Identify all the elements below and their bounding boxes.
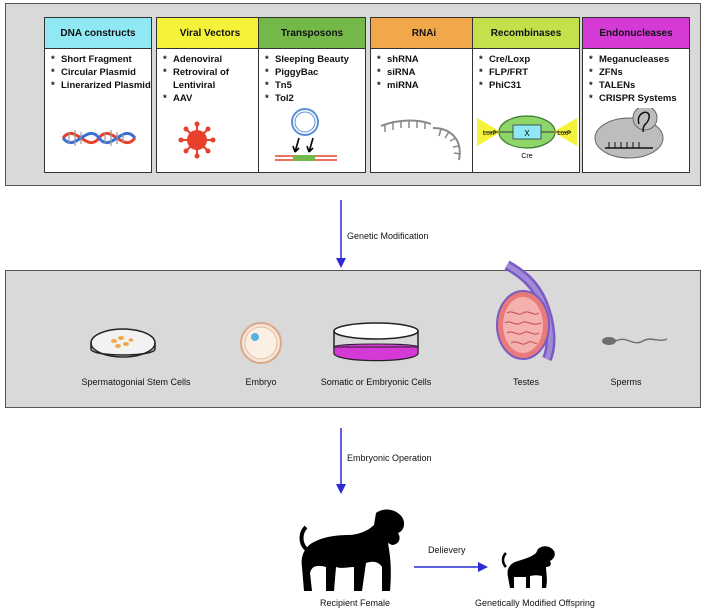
crispr-guide-icon (594, 108, 664, 159)
recombinase-loxp-icon: X LoxP LoxP Cre (477, 115, 577, 160)
tool-box-rnai: RNAi shRNA siRNA miRNA (370, 17, 478, 173)
tool-item: CRISPR Systems (589, 92, 689, 105)
loxp-right-label: LoxP (557, 131, 571, 137)
petri-dish-icon (90, 328, 156, 358)
tool-box-dna-constructs: DNA constructs Short Fragment Circular P… (44, 17, 152, 173)
tool-item: Cre/Loxp (479, 53, 579, 66)
tool-header: Viral Vectors (157, 18, 263, 49)
tool-box-endonucleases: Endonucleases Meganucleases ZFNs TALENs … (582, 17, 690, 173)
tool-items: Short Fragment Circular Plasmid Linerari… (45, 53, 151, 92)
tool-item: Linerarized Plasmid (51, 79, 151, 92)
tool-item: Short Fragment (51, 53, 151, 66)
tool-header: DNA constructs (45, 18, 151, 49)
tool-box-viral-vectors: Viral Vectors Adenoviral Retroviral of L… (156, 17, 264, 173)
rna-hairpin-icon (380, 119, 461, 161)
loxp-left-label: LoxP (483, 131, 497, 137)
tool-item: Circular Plasmid (51, 66, 151, 79)
baboon-female-icon (299, 509, 405, 591)
gene-editing-tools-panel: DNA constructs Short Fragment Circular P… (5, 3, 701, 186)
testes-icon (496, 260, 556, 361)
tool-item: Meganucleases (589, 53, 689, 66)
culture-dish-icon (333, 322, 419, 362)
tool-box-transposons: Transposons Sleeping Beauty PiggyBac Tn5… (258, 17, 366, 173)
cell-label: Somatic or Embryonic Cells (320, 377, 432, 387)
genetic-modification-label: Genetic Modification (347, 231, 429, 241)
tool-item: Tol2 (265, 92, 365, 105)
baboon-offspring-icon (501, 546, 555, 588)
tool-header: Transposons (259, 18, 365, 49)
tool-header: RNAi (371, 18, 477, 49)
virus-icon (178, 121, 216, 159)
tool-box-recombinases: Recombinases Cre/Loxp FLP/FRT PhiC31 X L… (472, 17, 580, 173)
dna-helix-icon (61, 130, 137, 146)
offspring-label: Genetically Modified Offspring (475, 598, 595, 608)
tool-items: Meganucleases ZFNs TALENs CRISPR Systems (583, 53, 689, 105)
down-arrow-genetic-modification (336, 200, 346, 268)
tool-item: miRNA (377, 79, 477, 92)
tool-items: Cre/Loxp FLP/FRT PhiC31 (473, 53, 579, 92)
tool-item: PiggyBac (265, 66, 365, 79)
tool-item: TALENs (589, 79, 689, 92)
transposon-plasmid-icon (275, 108, 337, 161)
delivery-label: Delievery (428, 545, 466, 555)
tool-item: ZFNs (589, 66, 689, 79)
sperm-icon (602, 337, 668, 345)
right-arrow-delivery (414, 562, 488, 572)
cell-sources-panel: Spermatogonial Stem Cells Embryo Somatic… (5, 260, 701, 408)
tool-item: Sleeping Beauty (265, 53, 365, 66)
tool-item: FLP/FRT (479, 66, 579, 79)
embryo-icon (240, 322, 282, 364)
tool-item: Adenoviral (163, 53, 263, 66)
tool-header: Endonucleases (583, 18, 689, 49)
tool-item: PhiC31 (479, 79, 579, 92)
embryonic-operation-label: Embryonic Operation (347, 453, 432, 463)
tool-item: siRNA (377, 66, 477, 79)
cell-label: Sperms (610, 377, 642, 387)
tool-items: shRNA siRNA miRNA (371, 53, 477, 92)
cre-label: Cre (521, 153, 532, 160)
tool-items: Sleeping Beauty PiggyBac Tn5 Tol2 (259, 53, 365, 105)
tool-header: Recombinases (473, 18, 579, 49)
cell-label: Spermatogonial Stem Cells (81, 377, 191, 387)
tool-item: Tn5 (265, 79, 365, 92)
tool-item: shRNA (377, 53, 477, 66)
recipient-female-label: Recipient Female (319, 598, 391, 608)
cell-label: Embryo (245, 377, 277, 387)
tool-items: Adenoviral Retroviral of Lentiviral AAV (157, 53, 263, 105)
cell-label: Testes (512, 377, 539, 387)
recombinase-center-label: X (524, 129, 530, 138)
tool-item: AAV (163, 92, 263, 105)
down-arrow-embryonic-operation (336, 428, 346, 494)
tool-item: Retroviral of Lentiviral (163, 66, 263, 92)
